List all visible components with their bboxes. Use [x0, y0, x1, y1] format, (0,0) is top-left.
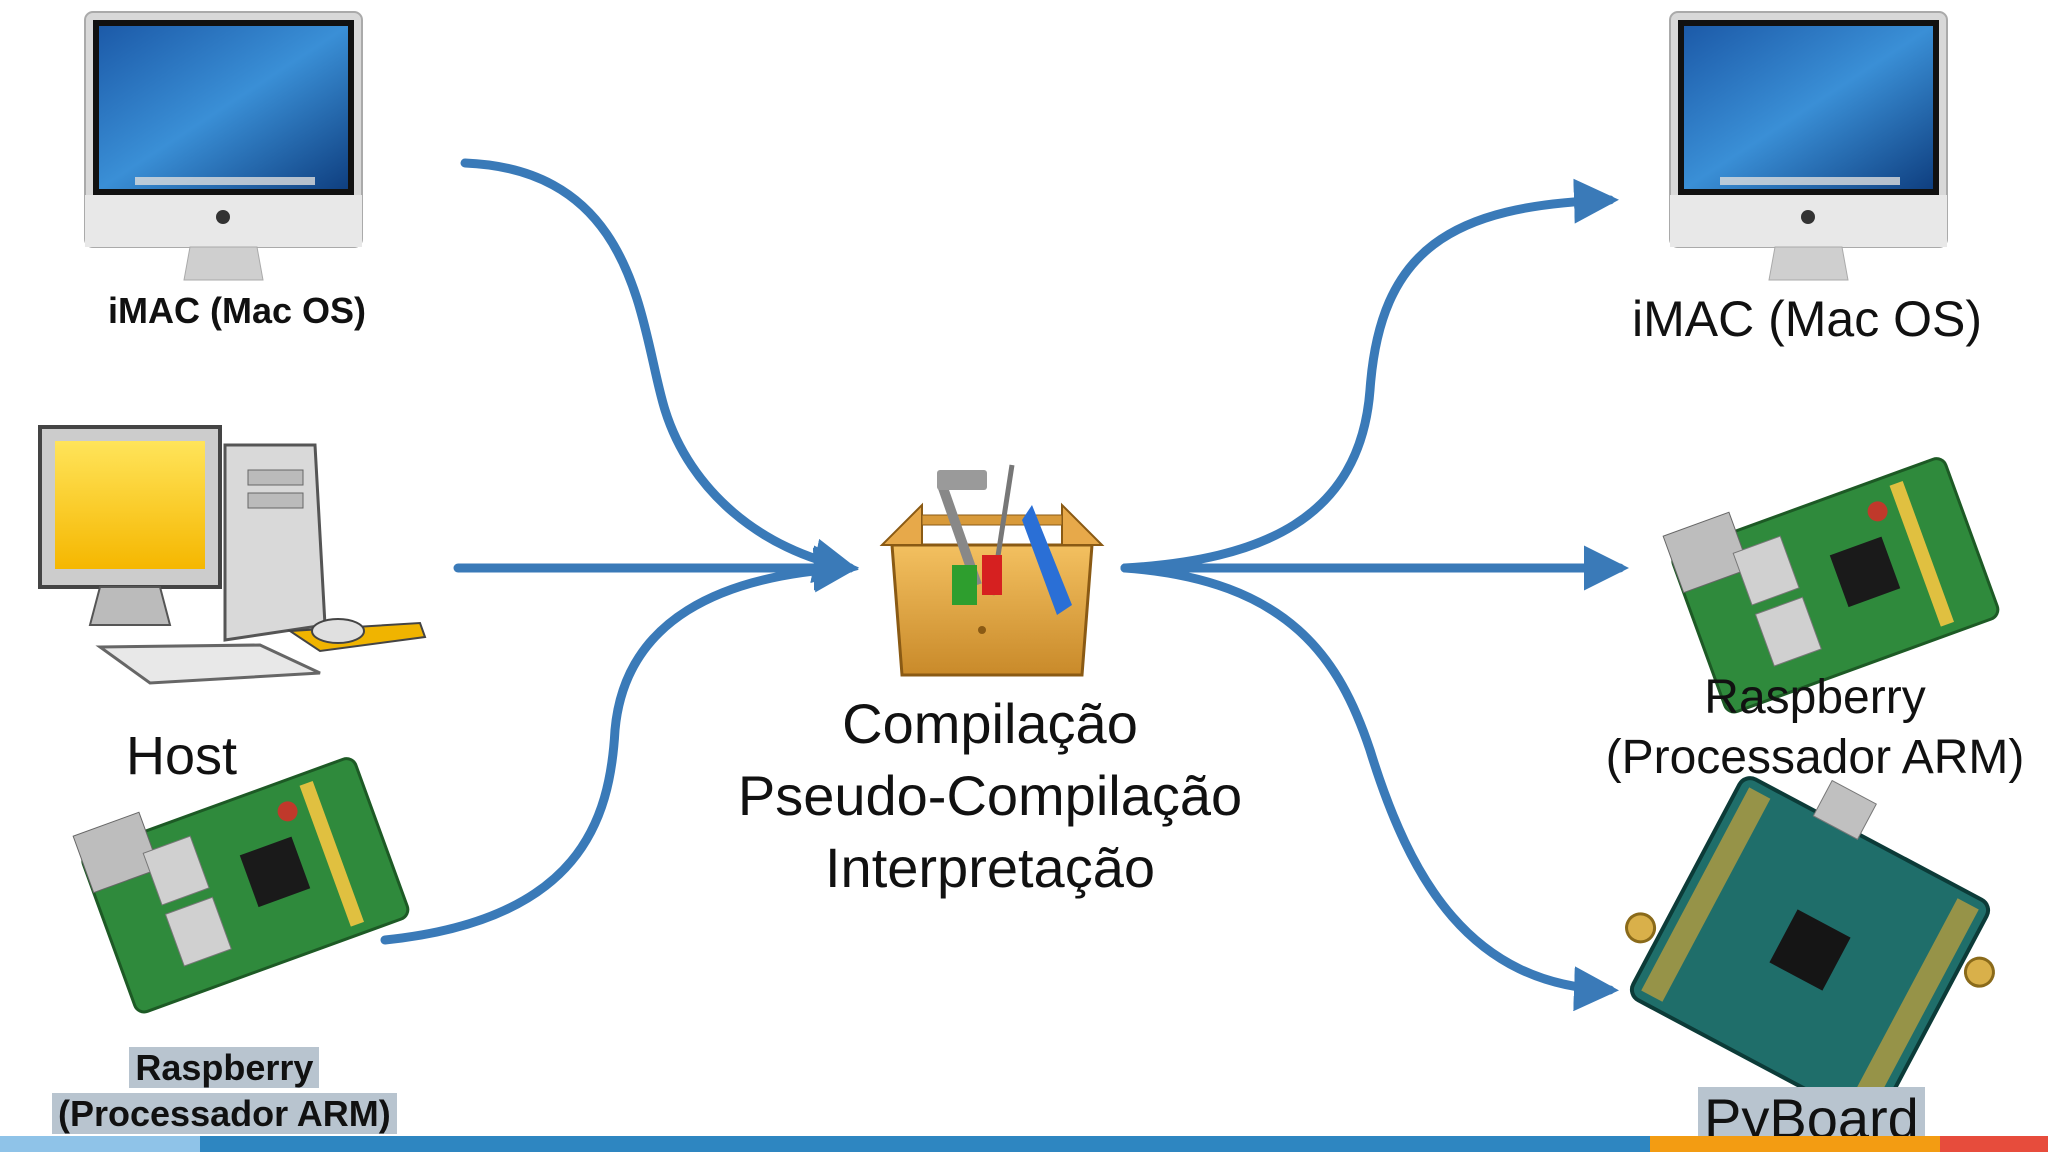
- arrow-toolbox-to-pyboard: [1120, 563, 1619, 1012]
- pseudo-compilation-label: Pseudo-Compilação: [737, 764, 1243, 827]
- arrow-imac-to-toolbox: [460, 158, 859, 583]
- right-raspberry-line2: (Processador ARM): [1605, 731, 2025, 784]
- bottom-color-bar: [0, 1136, 2048, 1152]
- left-raspberry-line1: Raspberry: [129, 1047, 320, 1088]
- process-labels: Compilação Pseudo-Compilação Interpretaç…: [690, 688, 1290, 904]
- right-imac-label: iMAC (Mac OS): [1632, 290, 1982, 348]
- imac-icon: [84, 11, 363, 281]
- output-arrows: [1120, 178, 1629, 1012]
- interpretation-label: Interpretação: [825, 836, 1155, 899]
- arrow-toolbox-to-imac: [1120, 178, 1619, 573]
- host-label: Host: [126, 725, 237, 787]
- left-raspberry-label: Raspberry (Processador ARM): [52, 1045, 397, 1137]
- right-raspberry-line1: Raspberry: [1704, 671, 1926, 724]
- arrow-raspberry-to-toolbox: [380, 547, 859, 945]
- raspberry-pi-icon: [1662, 457, 2000, 714]
- pyboard-icon: [1625, 776, 1995, 1124]
- left-imac-label: iMAC (Mac OS): [108, 290, 366, 332]
- left-imac-label-text: iMAC (Mac OS): [108, 290, 367, 331]
- raspberry-pi-icon: [72, 757, 410, 1014]
- desktop-pc-icon: [38, 425, 427, 685]
- left-raspberry-line2: (Processador ARM): [52, 1093, 397, 1134]
- host-label-text: Host: [126, 726, 238, 786]
- right-raspberry-label: Raspberry (Processador ARM): [1585, 668, 2045, 788]
- toolbox-icon: [879, 464, 1105, 677]
- input-arrows: [380, 158, 859, 945]
- compilation-label: Compilação: [842, 692, 1138, 755]
- imac-icon: [1669, 11, 1948, 281]
- right-imac-label-text: iMAC (Mac OS): [1632, 291, 1982, 347]
